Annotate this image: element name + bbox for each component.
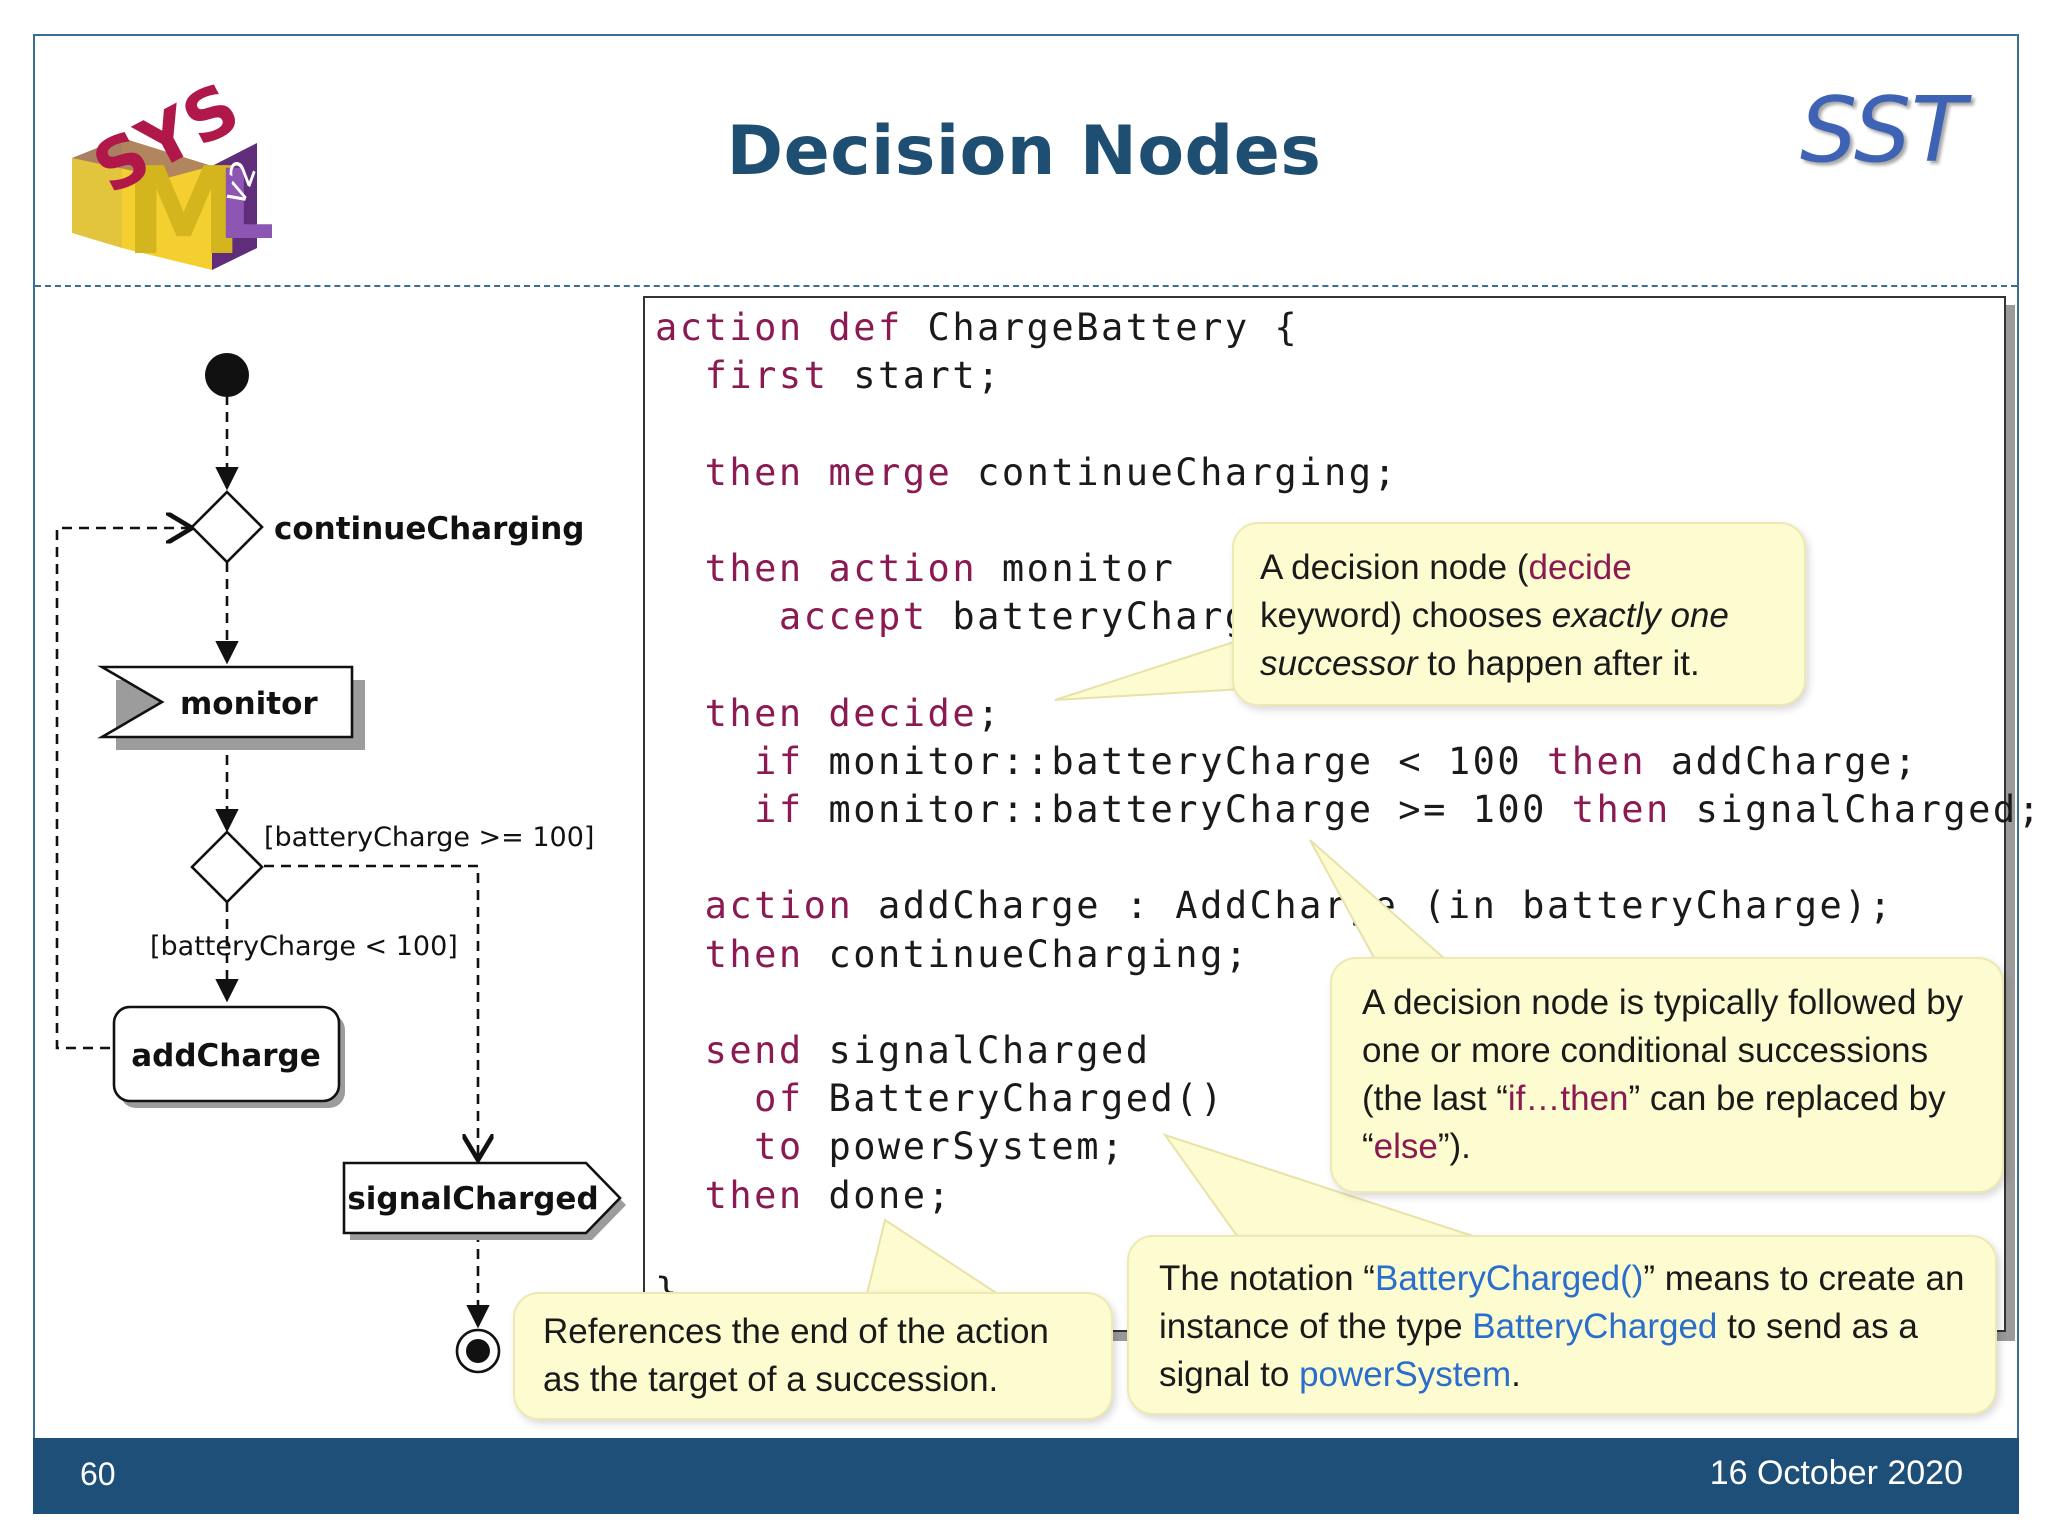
monitor-label: monitor (180, 686, 318, 722)
code-line: of BatteryCharged() (655, 1077, 1225, 1120)
header-separator (35, 285, 2017, 287)
code-line: then continueCharging; (655, 933, 1250, 976)
flow-addcharge-to-merge (55, 528, 192, 1050)
code-keyword: then merge (704, 450, 953, 494)
code-text: monitor::batteryCharge < 100 (803, 739, 1547, 783)
code-keyword: if (754, 739, 804, 783)
code-text: addCharge; (1646, 739, 1919, 783)
code-text: start; (828, 354, 1002, 398)
code-keyword: send (704, 1029, 804, 1073)
merge-label: continueCharging (274, 511, 584, 547)
code-line: send signalCharged (655, 1029, 1151, 1072)
merge-node (190, 490, 264, 564)
code-line: then decide; (655, 692, 1002, 735)
code-line: if monitor::batteryCharge < 100 then add… (655, 740, 1919, 783)
initial-node (205, 353, 249, 397)
code-line: then action monitor (655, 547, 1175, 590)
logo-l-letter: L (217, 149, 272, 261)
code-line: then merge continueCharging; (655, 451, 1398, 494)
guard-high-label: [batteryCharge >= 100] (264, 822, 594, 853)
code-text: ChargeBattery { (902, 306, 1300, 349)
code-text: ; (977, 691, 1002, 735)
code-keyword: then action (704, 547, 978, 591)
callout-notation: The notation “BatteryCharged()” means to… (1127, 1235, 1997, 1415)
code-text: BatteryCharged() (803, 1077, 1225, 1121)
code-keyword: to (754, 1125, 804, 1169)
page-number: 60 (80, 1456, 116, 1492)
code-keyword: if (754, 788, 804, 832)
code-text: signalCharged (803, 1029, 1151, 1073)
callout-conditional-successions: A decision node is typically followed by… (1330, 957, 2004, 1193)
monitor-accept-action (97, 665, 354, 739)
code-listing: action def ChargeBattery { first start; … (655, 304, 2042, 1316)
final-node-dot (466, 1339, 490, 1363)
code-text: continueCharging; (952, 450, 1399, 494)
code-text: addCharge : AddCharge (in batteryCharge)… (877, 884, 1894, 928)
guard-low-label: [batteryCharge < 100] (150, 931, 458, 962)
code-text: done; (803, 1173, 953, 1217)
callout-tail-done (863, 1218, 1014, 1303)
code-line: action addCharge : AddCharge (in battery… (655, 884, 1894, 927)
logo-m-letter: M (124, 143, 243, 270)
callout-tail-decide (1054, 638, 1262, 701)
code-line: then done; (655, 1174, 952, 1217)
code-text: monitor::batteryCharge >= 100 (803, 788, 1572, 832)
code-keyword: accept (778, 595, 928, 639)
code-keyword: action def (655, 306, 903, 349)
code-keyword: first (704, 354, 829, 398)
code-text: signalCharged; (1670, 788, 2043, 832)
brand-mark: SST (1800, 78, 1967, 183)
sysml-v2-logo: M SYS L v2 (72, 67, 272, 270)
footer-bar: 60 16 October 2020 (33, 1438, 2019, 1514)
code-keyword: of (754, 1077, 804, 1121)
callout-done-reference: References the end of the action as the … (513, 1292, 1113, 1420)
code-text: continueCharging; (803, 932, 1250, 976)
code-text: batteryCharge (927, 595, 1275, 639)
code-keyword: then (704, 1173, 804, 1217)
code-line: first start; (655, 354, 1002, 397)
signal-label: signalCharged (347, 1181, 598, 1217)
code-line: if monitor::batteryCharge >= 100 then si… (655, 788, 2042, 831)
code-keyword: action (704, 884, 854, 928)
slide-date: 16 October 2020 (1709, 1454, 1963, 1492)
addcharge-action (112, 1005, 341, 1103)
flow-decide-to-signal (264, 864, 478, 1160)
code-line: accept batteryCharge (655, 595, 1274, 638)
code-keyword: then (1546, 739, 1647, 783)
addcharge-label: addCharge (131, 1038, 321, 1074)
code-text: powerSystem; (803, 1125, 1126, 1169)
code-line: to powerSystem; (655, 1125, 1126, 1168)
code-keyword: then (1571, 788, 1671, 832)
code-keyword: then (704, 932, 804, 976)
code-text: monitor (977, 547, 1176, 591)
code-line: action def ChargeBattery { (655, 306, 1299, 349)
code-keyword: then decide (704, 691, 978, 735)
signalcharged-send-action (342, 1161, 622, 1235)
slide-title: Decision Nodes (726, 112, 1322, 191)
callout-decision-node: A decision node (decide keyword) chooses… (1232, 522, 1806, 706)
decision-node (190, 830, 264, 904)
